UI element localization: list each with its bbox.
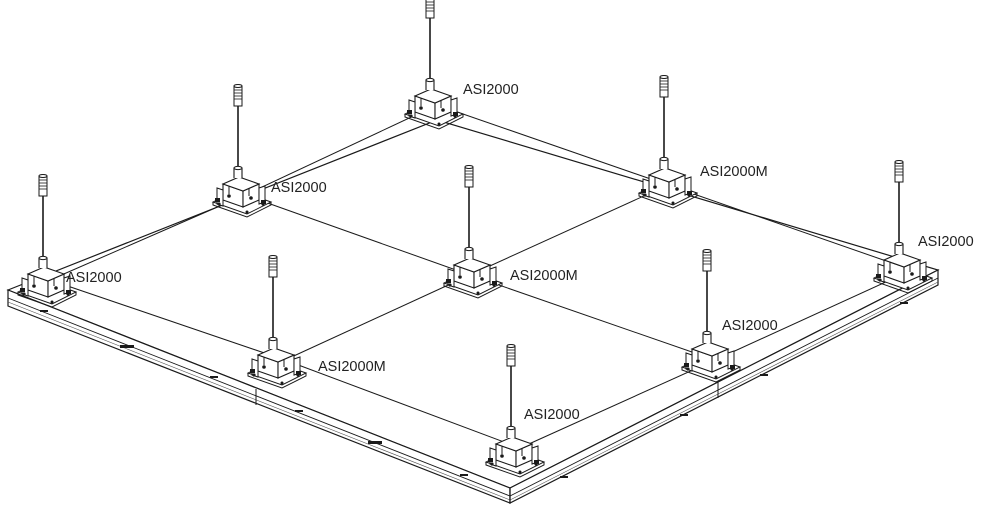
drop-rod-icon	[38, 173, 48, 263]
mount-left	[17, 173, 77, 308]
mount-upper-right	[638, 74, 698, 209]
label-mount-upper-left: ASI2000	[271, 180, 327, 196]
suspension-grid	[49, 104, 913, 449]
label-mount-left: ASI2000	[66, 270, 122, 286]
label-mount-lower-left: ASI2000M	[318, 359, 386, 375]
mount-back	[404, 0, 464, 130]
label-mount-front: ASI2000	[524, 407, 580, 423]
label-mount-back: ASI2000	[463, 82, 519, 98]
mount-upper-left	[212, 83, 272, 218]
label-mount-center: ASI2000M	[510, 268, 578, 284]
ceiling-mount-icon	[404, 77, 464, 130]
drop-rod-icon	[659, 74, 669, 164]
label-mount-right: ASI2000	[918, 234, 974, 250]
drop-rod-icon	[894, 159, 904, 249]
drop-rod-icon	[425, 0, 435, 85]
mount-right	[873, 159, 933, 294]
label-mount-lower-right: ASI2000	[722, 318, 778, 334]
label-mount-upper-right: ASI2000M	[700, 164, 768, 180]
drop-rod-icon	[233, 83, 243, 173]
